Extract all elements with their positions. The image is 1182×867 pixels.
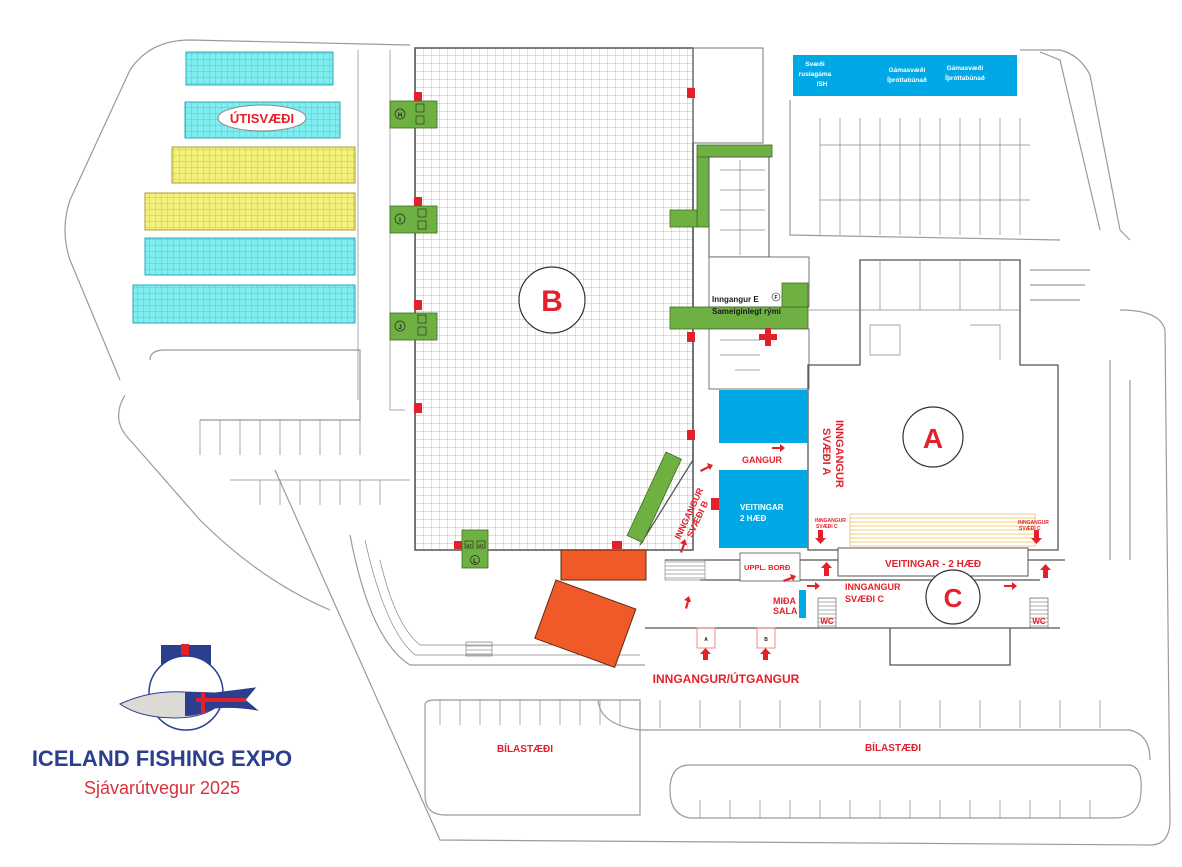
svg-text:Svæði: Svæði [805,60,825,68]
logo-title: ICELAND FISHING EXPO [32,746,292,771]
svg-text:A: A [704,637,708,643]
svg-text:ISH: ISH [817,81,828,88]
svg-text:ruslagáma: ruslagáma [799,71,832,78]
svg-text:I: I [399,218,401,224]
entrance-e-label: Inngangur E [712,295,759,304]
svg-text:SVÆÐI C: SVÆÐI C [845,594,885,604]
svg-text:F: F [774,295,777,301]
parking-left-label: BÍLASTÆÐI [497,742,553,755]
door-b [756,627,776,649]
restaurant-label: VEITINGAR [740,503,784,512]
service-building: Inngangur E Sameiginlegt rými F [669,144,810,390]
gate-j: J [389,312,438,341]
gate-i: I [389,205,438,234]
svg-text:J: J [398,325,401,331]
site-roads [64,39,1171,846]
first-aid-icon [759,328,777,346]
svg-text:SVÆÐI C: SVÆÐI C [816,524,838,530]
svg-text:B: B [764,637,768,643]
iceland-fishing-expo-logo: ICELAND FISHING EXPO Sjávarútvegur 2025 [32,644,292,798]
svg-text:Íþróttabúnað: Íþróttabúnað [887,75,927,84]
hall-b[interactable]: B [414,47,764,551]
exit-gates: H I J L ÚT ÚT [389,100,489,569]
hall-c[interactable]: VEITINGAR - 2 HÆÐ UPPL. BORÐ MIÐA SALA I… [645,518,1065,666]
restaurant-c-label: VEITINGAR - 2 HÆÐ [885,559,981,570]
hall-b-label: B [541,285,563,318]
svg-text:SVÆÐI A: SVÆÐI A [820,428,832,475]
entrance-a-label: INNGANGUR [833,420,845,488]
svg-text:ÚT: ÚT [466,543,472,548]
logo-subtitle: Sjávarútvegur 2025 [84,778,240,798]
container-area: Svæði ruslagáma ISH Gámasvæði Íþróttabún… [793,55,1017,96]
door-a [696,627,716,649]
entrance-c-small-right: INNGANGUR [1018,520,1049,526]
parking-right-outline [669,764,1142,819]
info-desk-label: UPPL. BORÐ [744,563,791,572]
gate-l: L ÚT ÚT [461,529,489,569]
outdoor-area-label: ÚTISVÆÐI [230,111,294,126]
svg-text:Gámasvæði: Gámasvæði [889,66,926,74]
direction-arrows [684,530,1051,660]
parking-right-label: BÍLASTÆÐI [865,741,921,754]
parking-left-outline [424,699,641,816]
svg-text:SALA: SALA [773,606,798,616]
hall-a-label: A [923,423,943,454]
tickets-label: MIÐA [773,596,796,606]
svg-text:Gámasvæði: Gámasvæði [947,64,984,72]
outdoor-area: ÚTISVÆÐI [132,51,356,324]
svg-text:Íþróttabúnað: Íþróttabúnað [945,73,985,82]
orange-stand-2[interactable] [534,579,637,668]
svg-text:L: L [473,559,477,565]
entrance-e-sublabel: Sameiginlegt rými [712,307,781,316]
wc-right: WC [1032,617,1046,626]
gate-h: H [389,100,438,129]
svg-text:SVÆÐI C: SVÆÐI C [1019,526,1041,532]
hall-c-label: C [944,583,963,613]
orange-stand-1[interactable] [560,549,647,581]
wc-left: WC [820,617,834,626]
svg-text:H: H [398,113,402,119]
hall-a[interactable]: A INNGANGUR SVÆÐI A [807,259,1059,551]
ticket-counter [799,590,806,618]
main-entrance-label: INNGANGUR/ÚTGANGUR [653,671,800,686]
svg-text:2 HÆÐ: 2 HÆÐ [740,514,766,523]
entrance-c-label: INNGANGUR [845,582,901,592]
svg-text:ÚT: ÚT [478,543,484,548]
entrance-c-small-left: INNGANGUR [815,518,846,524]
corridor-label: GANGUR [742,455,782,465]
restaurant-area[interactable]: GANGUR VEITINGAR 2 HÆÐ [719,390,808,548]
